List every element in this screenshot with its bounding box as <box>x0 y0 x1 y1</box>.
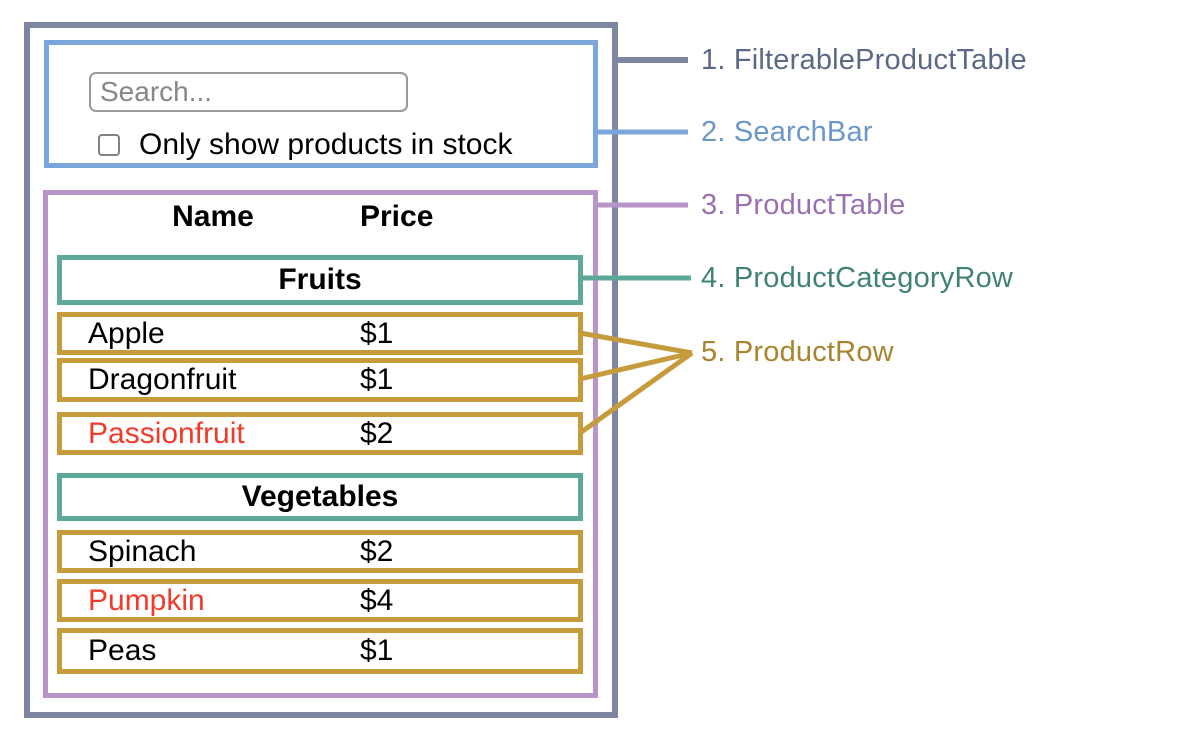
annotation-label-filterable-product-table: 1. FilterableProductTable <box>701 43 1027 76</box>
search-input[interactable] <box>89 72 408 112</box>
product-row: Dragonfruit $1 <box>57 358 583 402</box>
product-row: Peas $1 <box>57 628 583 674</box>
stock-filter-row: Only show products in stock <box>98 130 558 160</box>
column-header-name: Name <box>172 200 254 233</box>
product-category-row: Fruits <box>57 255 583 305</box>
product-name: Passionfruit <box>88 416 245 450</box>
search-bar-outline <box>44 40 598 168</box>
annotation-label-product-category-row: 4. ProductCategoryRow <box>701 261 1014 294</box>
product-row: Passionfruit $2 <box>57 412 583 455</box>
product-price: $2 <box>360 534 394 568</box>
product-row: Apple $1 <box>57 312 583 355</box>
product-price: $2 <box>360 416 394 450</box>
category-label: Vegetables <box>241 480 399 513</box>
category-label: Fruits <box>278 263 362 296</box>
in-stock-checkbox-label: Only show products in stock <box>139 128 513 161</box>
product-name: Spinach <box>88 534 197 568</box>
annotation-label-search-bar: 2. SearchBar <box>701 115 873 148</box>
annotation-label-product-table: 3. ProductTable <box>701 188 906 221</box>
product-price: $1 <box>360 316 394 350</box>
product-name: Pumpkin <box>88 583 205 617</box>
product-category-row: Vegetables <box>57 473 583 521</box>
product-price: $1 <box>360 363 394 396</box>
column-header-price: Price <box>360 200 434 233</box>
annotation-label-product-row: 5. ProductRow <box>701 335 894 368</box>
product-row: Pumpkin $4 <box>57 579 583 622</box>
in-stock-checkbox[interactable] <box>98 134 120 156</box>
product-table-outline <box>43 190 598 698</box>
product-name: Peas <box>88 634 157 667</box>
product-price: $4 <box>360 583 394 617</box>
product-row: Spinach $2 <box>57 530 583 573</box>
product-price: $1 <box>360 634 394 667</box>
product-name: Apple <box>88 316 165 350</box>
product-name: Dragonfruit <box>88 363 237 396</box>
